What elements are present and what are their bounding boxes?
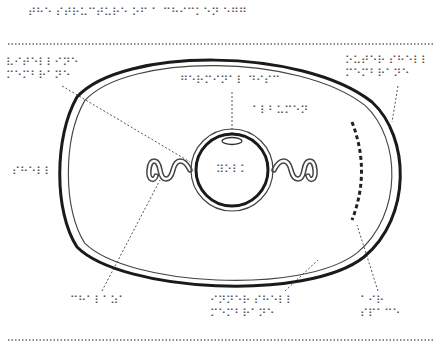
air-space-line bbox=[352, 122, 362, 220]
part-label: ⠎⠓⠑⠇⠇ bbox=[12, 165, 56, 178]
part-label: ⠛⠑⠗⠍⠊⠝⠁⠇ ⠙⠊⠎⠉ bbox=[180, 74, 310, 87]
part-label: ⠧⠊⠞⠑⠇⠇⠊⠝⠑ ⠍⠑⠍⠃⠗⠁⠝⠑ bbox=[6, 56, 82, 82]
chalaza-symbol bbox=[149, 161, 315, 179]
diagram-title: ⠞⠓⠑ ⠎⠞⠗⠥⠉⠞⠥⠗⠑ ⠕⠋ ⠁ ⠉⠓⠊⠉⠅⠑⠝ ⠑⠛⠛ bbox=[28, 6, 423, 19]
node-text: ⠽⠕⠇⠅ bbox=[216, 163, 248, 176]
yolk-circle: ⠽⠕⠇⠅ bbox=[190, 128, 274, 212]
separator-line bbox=[8, 43, 434, 45]
part-label: ⠊⠝⠝⠑⠗ ⠎⠓⠑⠇⠇ ⠍⠑⠍⠃⠗⠁⠝⠑ bbox=[210, 294, 300, 320]
part-label: ⠕⠥⠞⠑⠗ ⠎⠓⠑⠇⠇ ⠍⠑⠍⠃⠗⠁⠝⠑ bbox=[345, 54, 435, 80]
node-text: ⠁⠇⠃⠥⠍⠑⠝ bbox=[252, 104, 308, 117]
part-label: ⠉⠓⠁⠇⠁⠵⠁ bbox=[70, 294, 140, 307]
separator-line bbox=[8, 339, 434, 341]
germinal-disc bbox=[222, 138, 242, 145]
part-label: ⠁⠊⠗ ⠎⠏⠁⠉⠑ bbox=[360, 294, 406, 320]
egg-outline: ⠁⠇⠃⠥⠍⠑⠝ ⠽⠕⠇⠅ bbox=[52, 52, 412, 292]
